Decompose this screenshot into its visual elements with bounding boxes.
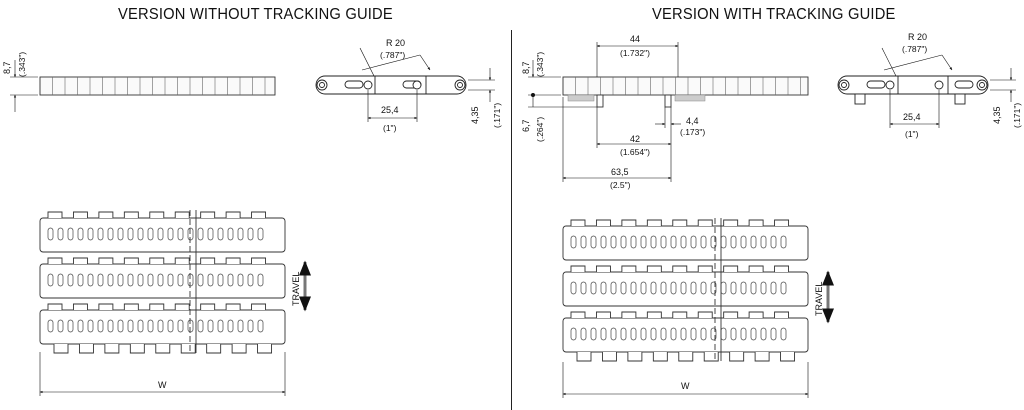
left-radius-leader [359,47,431,77]
left-width-dimension [39,352,286,396]
right-belt-top-view [562,218,809,362]
left-thickness-mm: 8,7 [2,61,12,74]
left-belt-side-profile [39,76,276,96]
right-guide-width-mm: 4,4 [686,116,699,126]
left-radius-mm: R 20 [386,38,405,48]
belt-module-row [39,257,286,299]
right-pitch-in: (1") [905,129,919,139]
belt-bottom-edge [576,352,796,362]
right-pitch-mm: 25,4 [903,112,921,122]
left-thickness-dimension [10,60,38,112]
left-pitch-in: (1") [383,123,397,133]
left-travel-label: TRAVEL [291,272,301,306]
left-pitch-mm: 25,4 [381,105,399,115]
right-travel-label: TRAVEL [814,282,824,316]
belt-module-row [39,303,286,345]
belt-module-row [39,211,286,253]
belt-module-row [562,265,809,307]
right-guide-hatching [567,94,706,102]
left-width-label: W [158,380,167,390]
right-hinge-in: (.171") [1012,103,1022,128]
right-link-side-view [837,75,989,105]
right-guide-height-in: (.264") [535,117,545,142]
right-belt-side-profile [562,76,809,108]
left-radius-in: (.787") [380,50,405,60]
left-hinge-dimension [468,68,495,102]
right-guide-offset-in: (1.654") [620,147,650,157]
right-radius-mm: R 20 [908,32,927,42]
belt-module-row [562,311,809,353]
right-thickness-in: (.343") [535,52,545,77]
right-view-title: VERSION WITH TRACKING GUIDE [652,6,896,23]
right-datum-dot [531,93,535,97]
right-guide-offset-mm: 42 [630,134,640,144]
view-divider [511,30,512,410]
right-edge-distance-dimension [562,97,672,182]
right-guide-spacing-mm: 44 [630,34,640,44]
right-radius-in: (.787") [902,44,927,54]
left-view-title: VERSION WITHOUT TRACKING GUIDE [118,6,393,23]
right-width-label: W [681,381,690,391]
belt-bottom-edge [53,344,273,354]
right-guide-width-in: (.173") [680,127,705,137]
belt-module-row [562,219,809,261]
right-width-dimension [562,362,809,398]
right-pitch-dimension [889,90,940,128]
right-guide-height-mm: 6,7 [521,119,531,132]
right-edge-distance-in: (2.5") [610,180,631,190]
right-guide-offset-dimension [596,107,672,148]
left-hinge-in: (.171") [492,103,502,128]
right-guide-spacing-dimension [596,42,679,77]
right-hinge-dimension [990,68,1016,102]
left-thickness-in: (.343") [17,52,27,77]
left-hinge-mm: 4,35 [470,106,480,124]
right-thickness-mm: 8,7 [521,61,531,74]
right-guide-spacing-in: (1.732") [620,48,650,58]
left-link-side-view [315,75,467,95]
right-edge-distance-mm: 63,5 [611,167,629,177]
right-hinge-mm: 4,35 [992,106,1002,124]
right-radius-leader [881,47,953,77]
left-pitch-dimension [367,90,418,122]
right-guide-width-dimension [655,107,681,128]
left-belt-top-view [39,210,286,354]
